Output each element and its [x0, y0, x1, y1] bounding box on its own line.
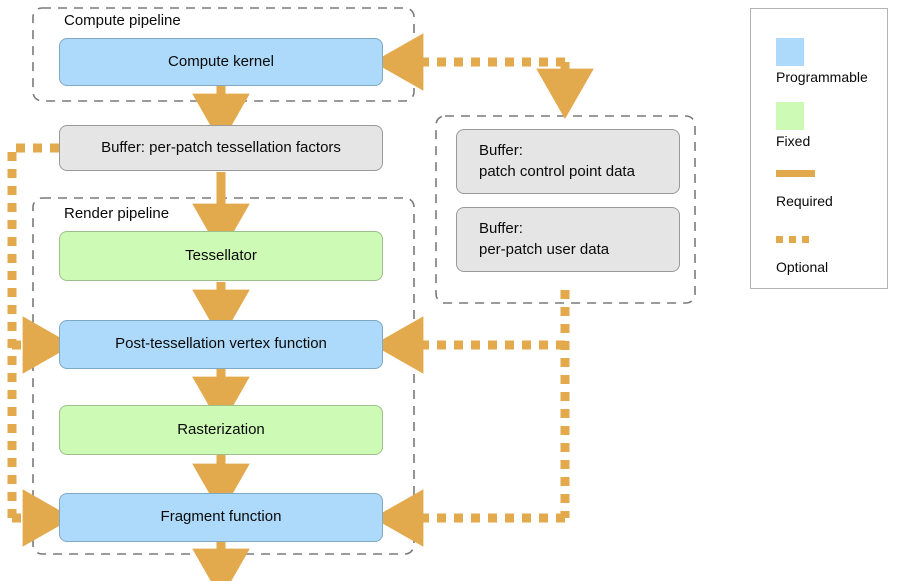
node-fragment-function-label: Fragment function — [160, 508, 282, 526]
legend: Programmable Fixed Required Optional — [750, 8, 888, 289]
legend-label-programmable: Programmable — [776, 69, 868, 85]
node-buffer-tessellation-factors[interactable]: Buffer: per-patch tessellation factors — [59, 125, 383, 171]
node-buffer-patch-control-point-data[interactable]: Buffer: patch control point data — [456, 129, 680, 194]
node-rasterization[interactable]: Rasterization — [59, 405, 383, 455]
node-rasterization-label: Rasterization — [177, 420, 265, 438]
node-compute-kernel[interactable]: Compute kernel — [59, 38, 383, 86]
legend-label-optional: Optional — [776, 259, 829, 275]
node-compute-kernel-label: Compute kernel — [168, 52, 274, 70]
node-tessellator[interactable]: Tessellator — [59, 231, 383, 281]
node-buffer-patch-control-point-data-label: Buffer: patch control point data — [479, 142, 635, 180]
node-tessellator-label: Tessellator — [185, 246, 257, 264]
node-buffer-per-patch-user-data-label: Buffer: per-patch user data — [479, 220, 610, 258]
group-label-render-pipeline: Render pipeline — [64, 205, 170, 222]
legend-label-required: Required — [776, 193, 833, 209]
node-buffer-tessellation-factors-label: Buffer: per-patch tessellation factors — [101, 138, 341, 156]
node-fragment-function[interactable]: Fragment function — [59, 493, 383, 542]
edge-tessfactors-left-trunk — [7, 143, 59, 518]
node-post-tessellation-vertex-function[interactable]: Post-tessellation vertex function — [59, 320, 383, 369]
node-post-tessellation-vertex-function-label: Post-tessellation vertex function — [115, 335, 327, 353]
group-label-compute-pipeline: Compute pipeline — [64, 12, 181, 29]
legend-label-fixed: Fixed — [776, 133, 811, 149]
legend-swatch-programmable-icon — [776, 38, 804, 66]
legend-solid-line-icon — [776, 170, 815, 177]
legend-dotted-line-icon — [776, 236, 815, 243]
legend-swatch-fixed-icon — [776, 102, 804, 130]
node-buffer-per-patch-user-data[interactable]: Buffer: per-patch user data — [456, 207, 680, 272]
